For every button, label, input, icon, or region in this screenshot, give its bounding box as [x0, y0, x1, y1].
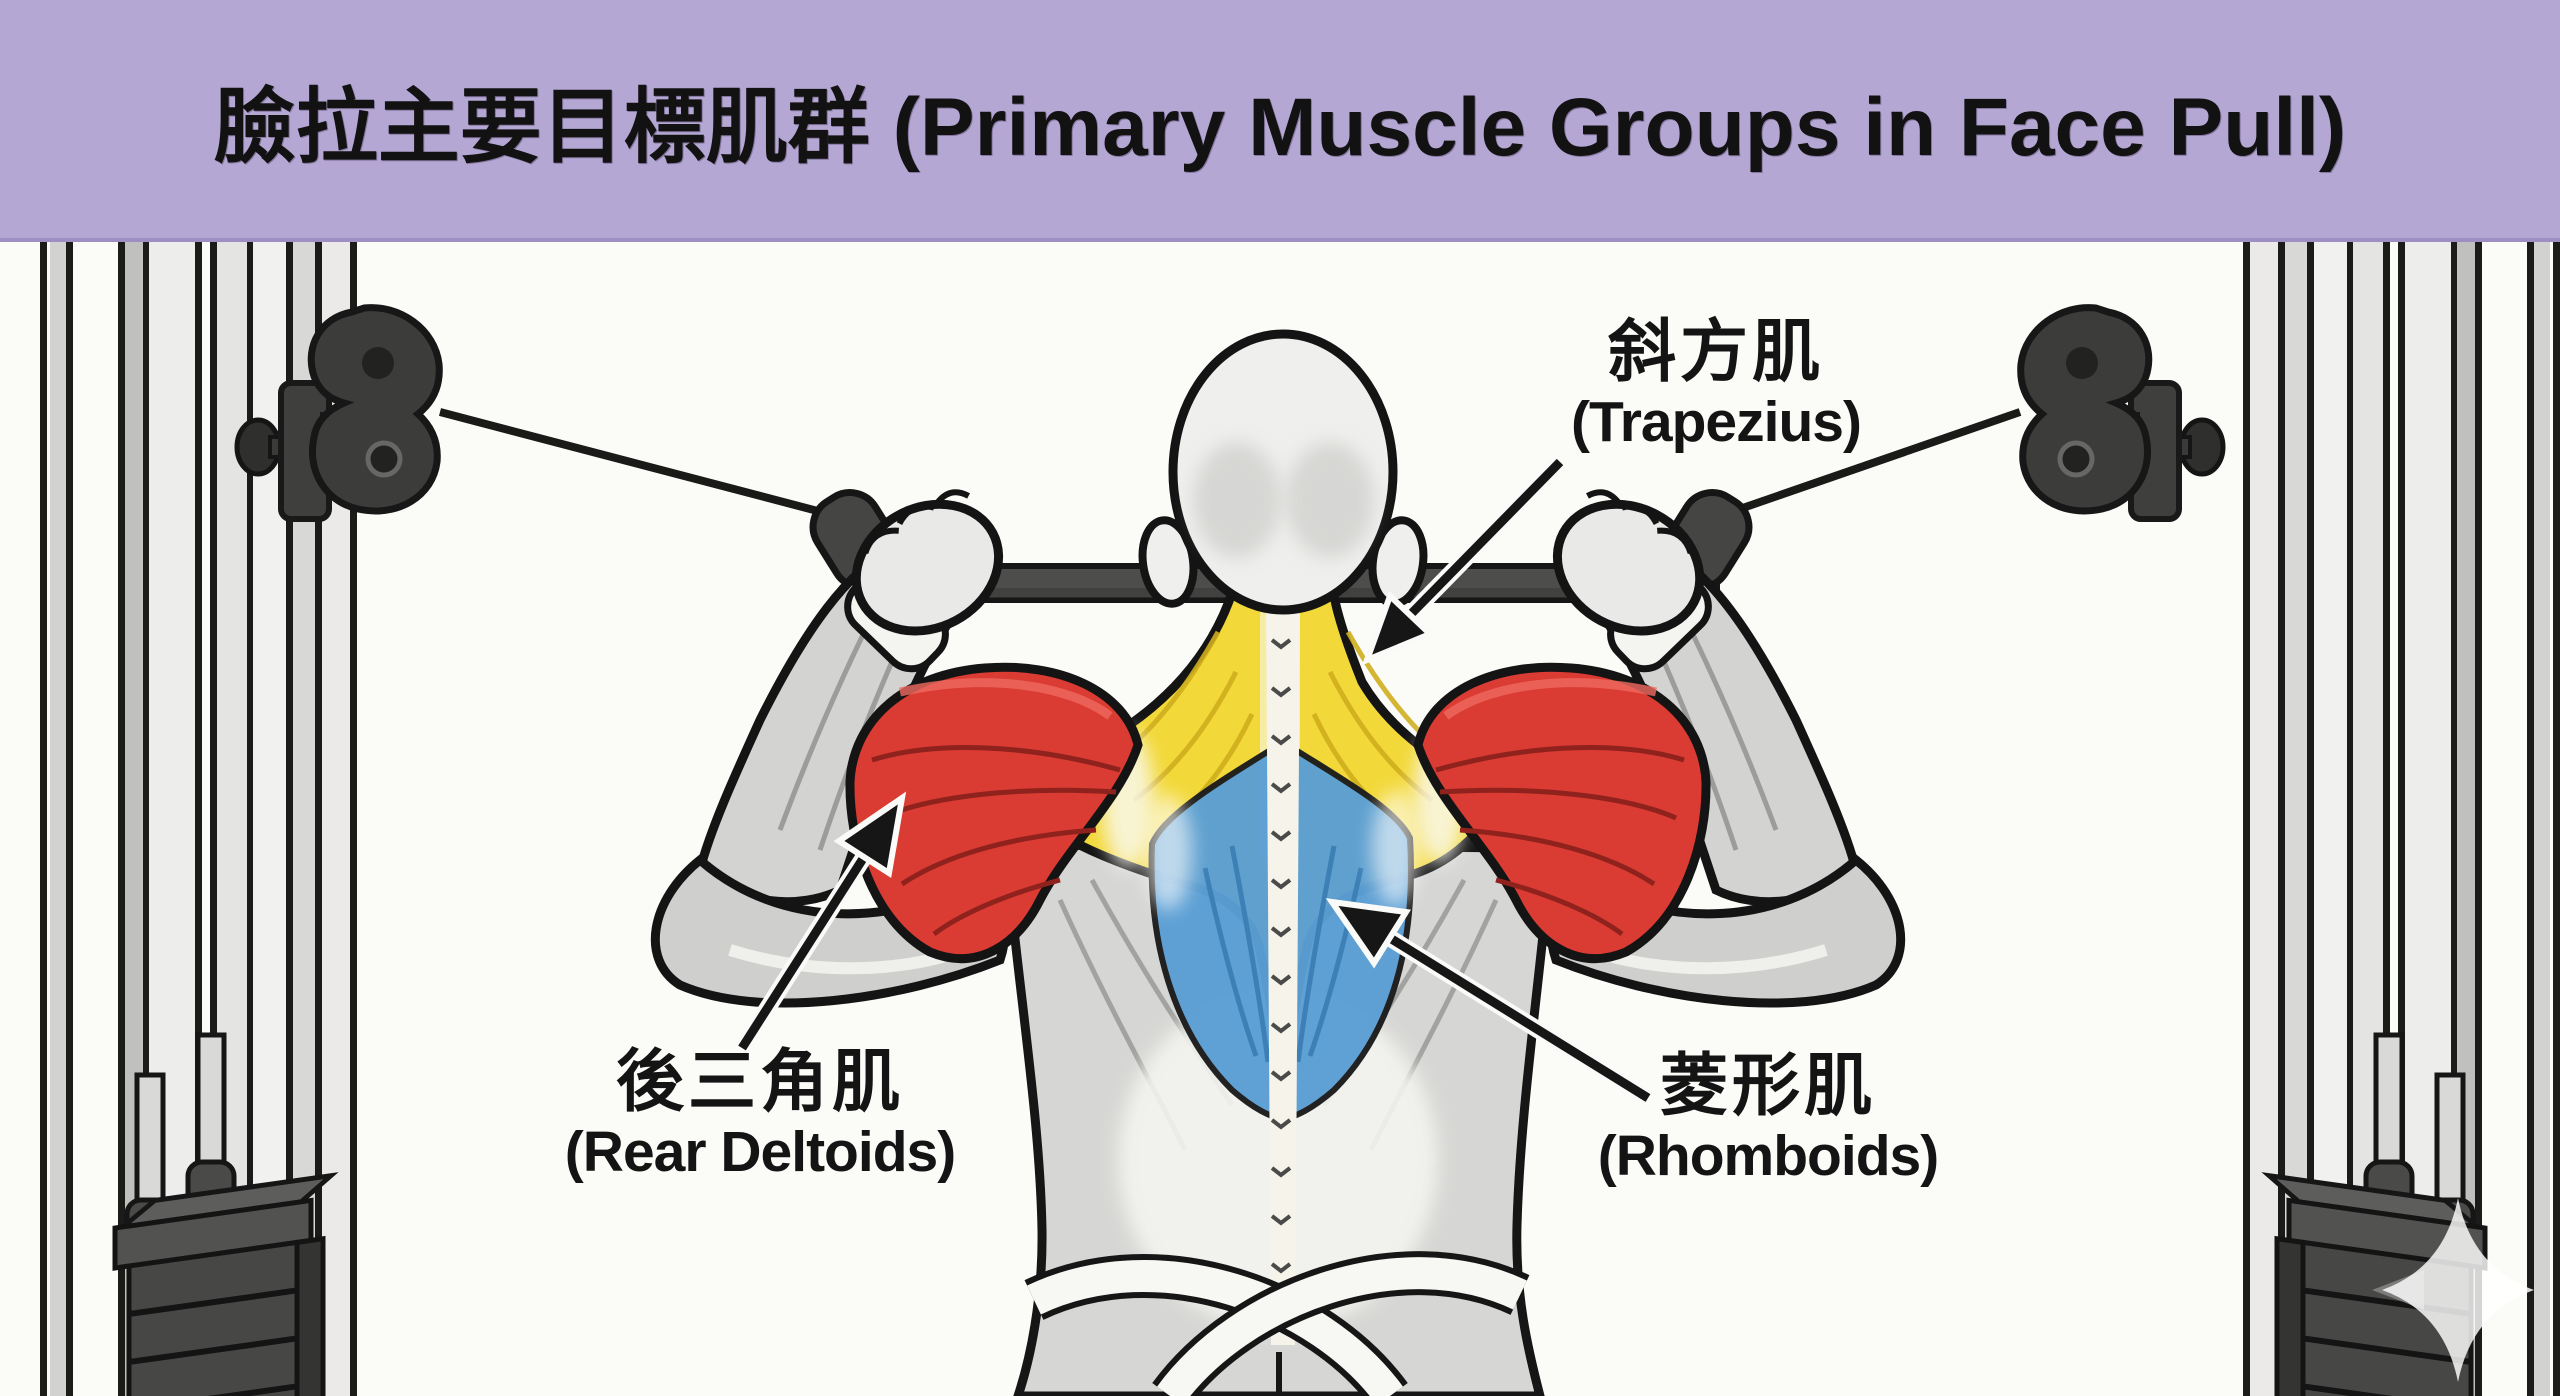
label-trapezius-zh: 斜方肌	[1607, 314, 1824, 390]
label-rhomboids: 菱形肌 (Rhomboids)	[1597, 1048, 1939, 1189]
arrow-trapezius	[1361, 456, 1567, 666]
fist-left	[844, 489, 1004, 673]
head	[1138, 329, 1428, 615]
waistband	[1024, 1251, 1530, 1396]
label-rear-deltoids-en: (Rear Deltoids)	[564, 1120, 956, 1185]
label-trapezius: 斜方肌 (Trapezius)	[1571, 314, 1862, 455]
sparkle-watermark	[2372, 1198, 2534, 1382]
label-rear-deltoids-zh: 後三角肌	[615, 1044, 904, 1120]
fist-right	[1552, 489, 1712, 673]
page-title: 臉拉主要目標肌群 (Primary Muscle Groups in Face …	[213, 81, 2347, 173]
muscle-rear-deltoid-right	[1413, 662, 1711, 964]
arrow-rear-deltoids	[734, 791, 907, 1053]
title-banner: 臉拉主要目標肌群 (Primary Muscle Groups in Face …	[0, 0, 2560, 242]
label-trapezius-en: (Trapezius)	[1571, 390, 1862, 455]
figure-back-view	[650, 329, 1906, 1396]
cable-left	[438, 408, 854, 524]
label-rhomboids-zh: 菱形肌	[1659, 1048, 1876, 1124]
arrow-rhomboids	[1325, 898, 1653, 1106]
cable-right	[1706, 408, 2022, 524]
spine	[1266, 600, 1300, 1345]
label-rhomboids-en: (Rhomboids)	[1597, 1124, 1939, 1189]
label-rear-deltoids: 後三角肌 (Rear Deltoids)	[564, 1044, 956, 1185]
